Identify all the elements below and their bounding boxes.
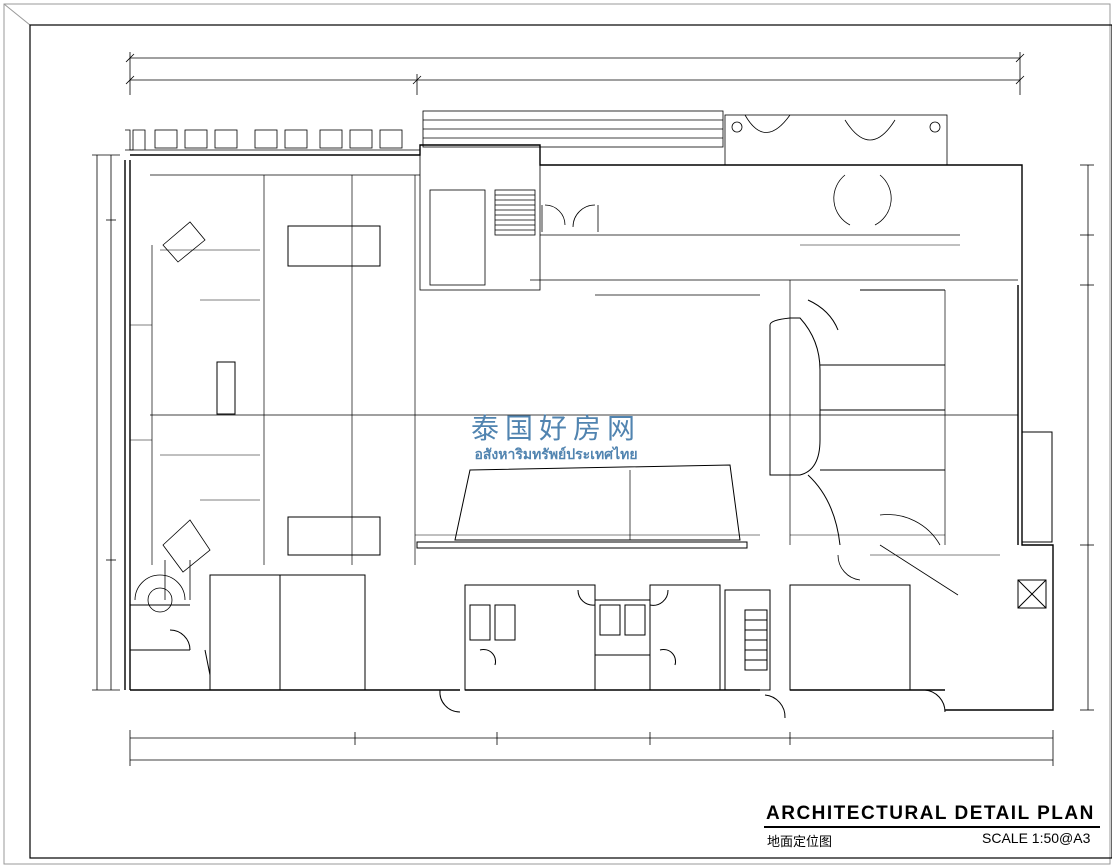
inner-frame (29, 24, 1112, 859)
stair-south (724, 589, 786, 719)
stair-north (419, 144, 599, 291)
watermark-chinese: 泰国好房网 (470, 412, 641, 445)
title-underline (764, 826, 1100, 828)
watermark-thai: อสังหาริมทรัพย์ประเทศไทย (474, 447, 638, 463)
top-parapet (125, 129, 420, 151)
north-terrace (422, 110, 948, 166)
outer-frame (3, 3, 1111, 865)
counters (216, 225, 748, 556)
structure-lines (150, 174, 1018, 565)
drawing-title: ARCHITECTURAL DETAIL PLAN (766, 803, 1095, 824)
door-arcs-east (833, 174, 959, 596)
drawing-subtitle: 地面定位图 (767, 835, 833, 850)
inner-dim-lines (130, 244, 1000, 556)
lower-rooms-west (130, 574, 366, 691)
lounge (769, 289, 945, 546)
bar-outline (454, 464, 741, 541)
drawing-scale: SCALE 1:50@A3 (982, 830, 1091, 846)
right-dimensions (1080, 164, 1094, 711)
bottom-dimensions (129, 730, 1054, 766)
left-dimensions (92, 154, 120, 691)
top-dimensions (125, 52, 1025, 95)
corner-line (3, 3, 31, 26)
restrooms (439, 584, 721, 713)
stair-west (134, 221, 211, 613)
lower-rooms-east (789, 431, 1053, 713)
